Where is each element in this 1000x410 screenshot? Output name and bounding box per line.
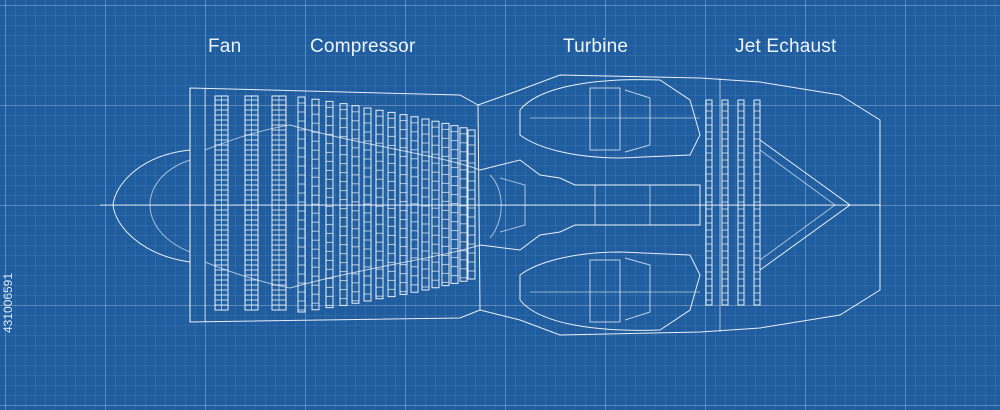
compressor-stage-4 bbox=[340, 104, 347, 306]
fan-hub-line bbox=[205, 262, 290, 288]
compressor-hub-line bbox=[290, 125, 480, 170]
compressor-hub-line bbox=[290, 245, 480, 288]
compressor-stage-5 bbox=[352, 106, 359, 303]
spinner-cone-inner bbox=[150, 160, 190, 252]
compressor-stage-9 bbox=[400, 115, 407, 295]
combustor-liner-top bbox=[590, 88, 620, 150]
combustor-bottom bbox=[520, 252, 700, 330]
compressor-stage-14 bbox=[451, 126, 458, 284]
combustor-top bbox=[520, 80, 700, 158]
compressor-stage-16 bbox=[468, 130, 475, 279]
compressor-stage-15 bbox=[460, 128, 467, 281]
turbine-label: Turbine bbox=[563, 36, 629, 57]
combustor-cone-top bbox=[625, 90, 650, 152]
shaft-cone-inner bbox=[500, 178, 525, 232]
compressor-label: Compressor bbox=[310, 36, 416, 57]
compressor-stage-11 bbox=[422, 119, 429, 290]
nacelle-outline bbox=[478, 75, 880, 335]
turbine-shaft bbox=[480, 160, 700, 250]
exhaust-cone-inner bbox=[760, 150, 835, 260]
shaft-cone bbox=[490, 175, 501, 238]
combustor-cone-bottom bbox=[625, 258, 650, 320]
jet-exhaust-label: Jet Echaust bbox=[735, 36, 837, 57]
combustor-liner-bottom bbox=[590, 260, 620, 322]
spinner-cone bbox=[113, 150, 190, 262]
compressor-stage-8 bbox=[388, 112, 395, 296]
compressor-stage-1 bbox=[298, 97, 305, 312]
compressor-stage-7 bbox=[376, 110, 383, 299]
compressor-stage-12 bbox=[432, 121, 439, 288]
fan-hub-line bbox=[205, 125, 290, 150]
compressor-stage-10 bbox=[411, 117, 418, 292]
compressor-stage-13 bbox=[442, 123, 449, 285]
compressor-stage-3 bbox=[326, 101, 333, 307]
stock-id-watermark: 431006591 bbox=[1, 272, 15, 334]
fan-label: Fan bbox=[208, 36, 242, 57]
exhaust-cone bbox=[760, 140, 850, 270]
